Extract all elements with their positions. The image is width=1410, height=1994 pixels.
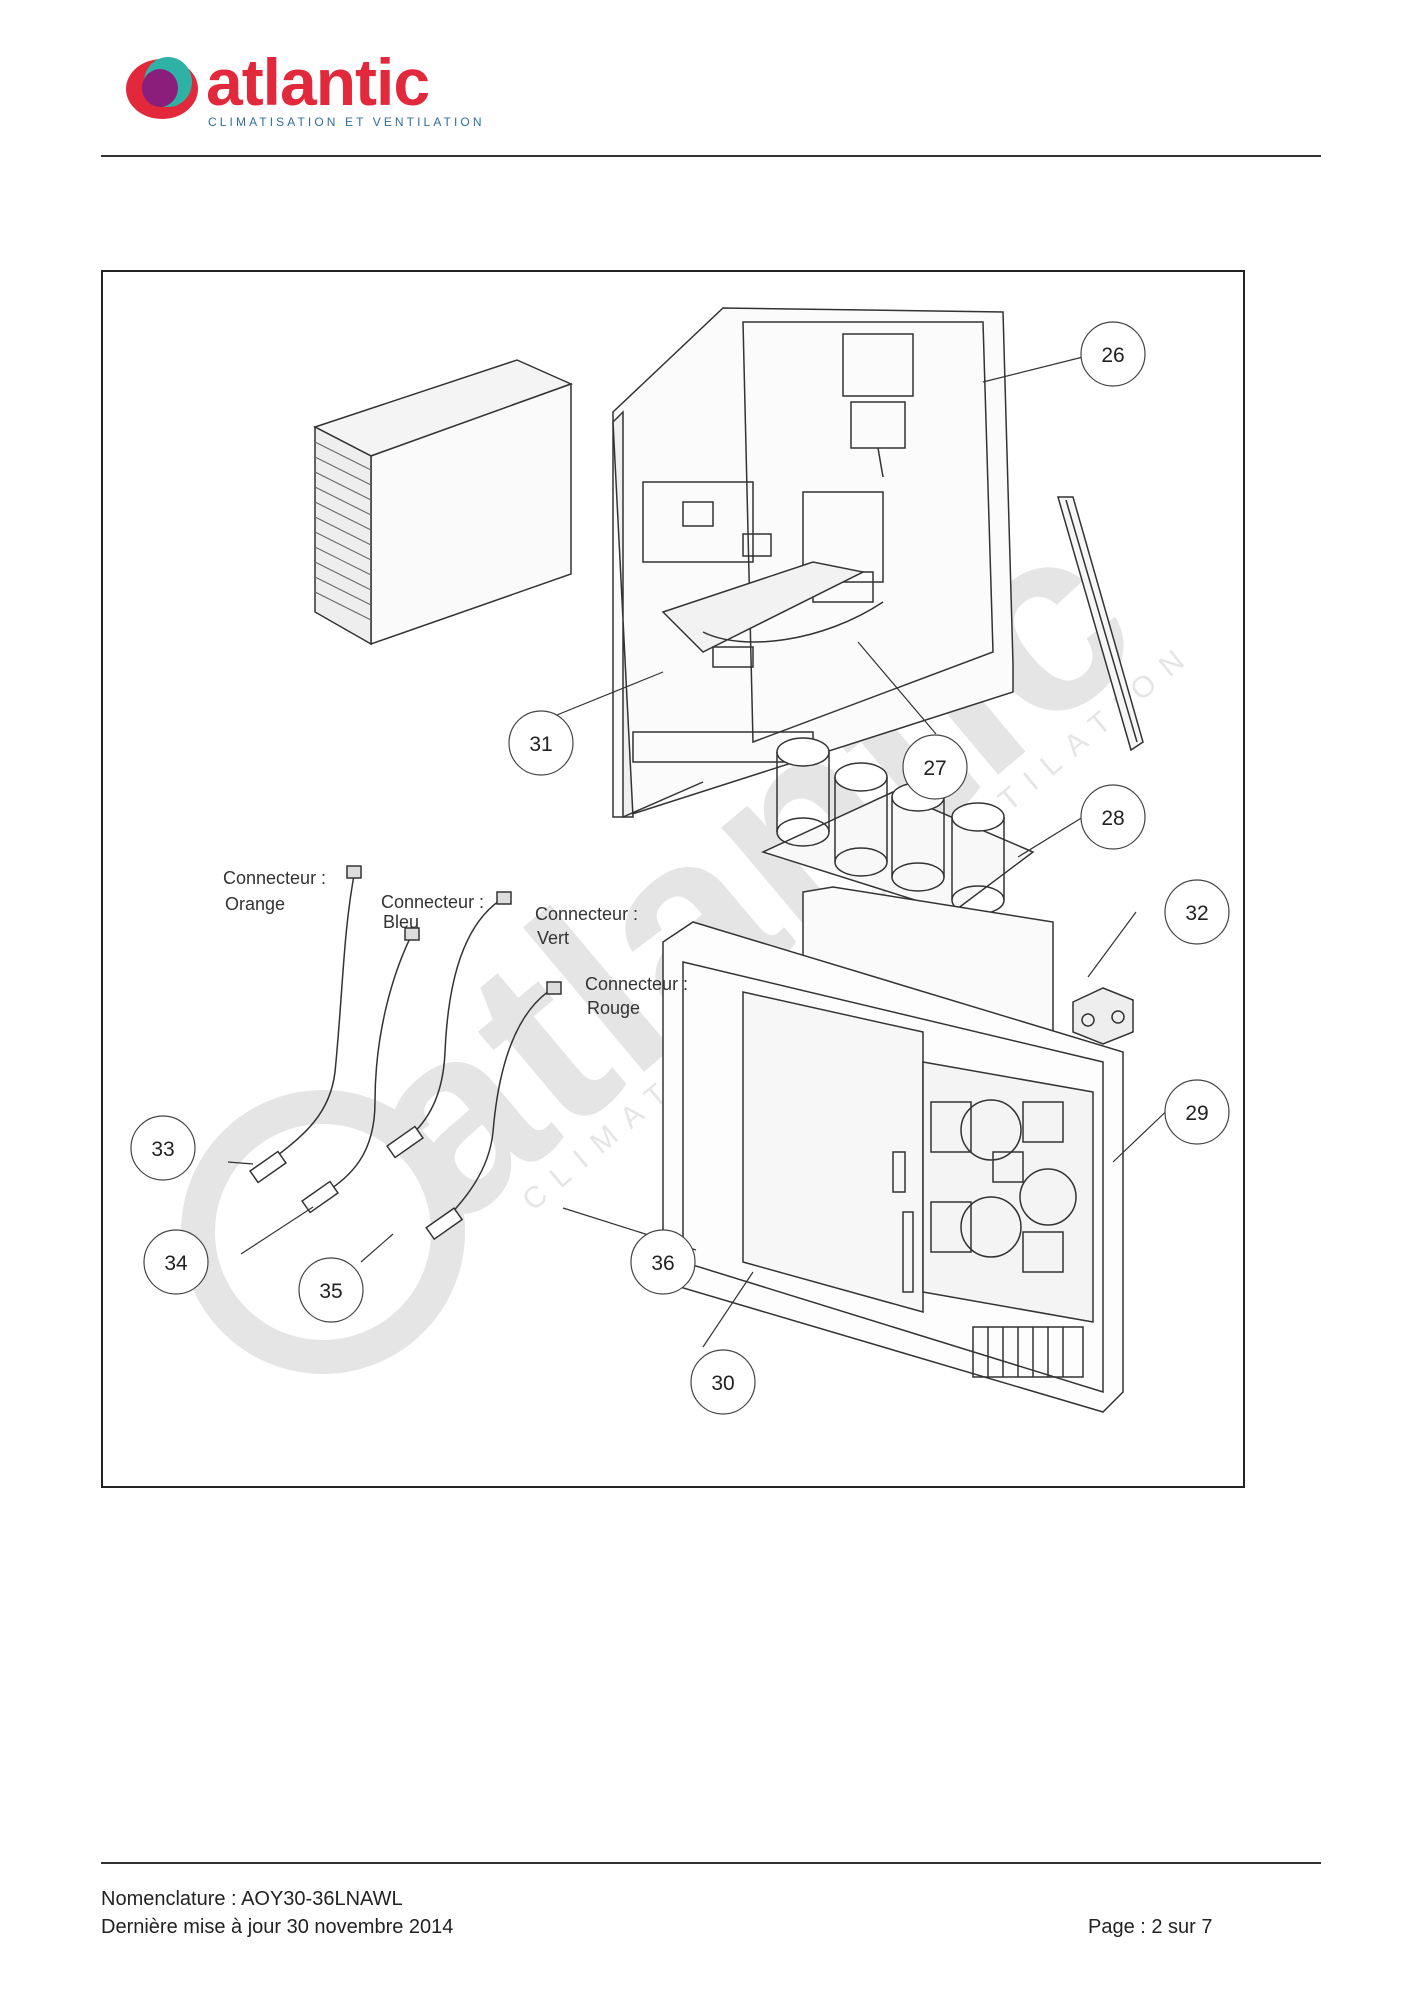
footer-divider: [101, 1862, 1321, 1864]
callout-36: 36: [630, 1229, 696, 1295]
callout-32: 32: [1164, 879, 1230, 945]
callout-28: 28: [1080, 784, 1146, 850]
small-component-part: [1072, 987, 1134, 1045]
svg-text:Connecteur :: Connecteur :: [535, 904, 638, 924]
logo-mark-icon: [126, 57, 198, 119]
footer-nomenclature: Nomenclature : AOY30-36LNAWL: [101, 1888, 403, 1910]
svg-text:29: 29: [1185, 1102, 1208, 1125]
callout-34: 34: [143, 1229, 209, 1295]
callout-35: 35: [298, 1257, 364, 1323]
svg-text:27: 27: [923, 757, 946, 780]
header-divider: [101, 155, 1321, 157]
svg-text:31: 31: [529, 733, 552, 756]
connector-label-rouge: Connecteur : Rouge: [585, 974, 688, 1018]
callout-26: 26: [1080, 321, 1146, 387]
svg-text:Connecteur :: Connecteur :: [585, 974, 688, 994]
svg-text:35: 35: [319, 1280, 342, 1303]
atlantic-logo: atlantic CLIMATISATION ET VENTILATION: [122, 45, 502, 134]
svg-text:32: 32: [1185, 902, 1208, 925]
upper-chassis-part: [612, 307, 1014, 818]
svg-text:Connecteur :: Connecteur :: [381, 892, 484, 912]
svg-text:30: 30: [711, 1372, 734, 1395]
svg-text:36: 36: [651, 1252, 674, 1275]
footer-page-number: Page : 2 sur 7: [1088, 1916, 1213, 1938]
logo-wordmark: atlantic: [206, 45, 430, 119]
svg-text:Connecteur :: Connecteur :: [223, 868, 326, 888]
callout-29: 29: [1164, 1079, 1230, 1145]
svg-text:Rouge: Rouge: [587, 998, 640, 1018]
svg-text:28: 28: [1101, 807, 1124, 830]
svg-text:Bleu: Bleu: [383, 912, 419, 932]
exploded-parts-diagram: atlantic CLIMATISATION ET VENTILATION: [101, 270, 1245, 1488]
connector-label-orange: Connecteur : Orange: [223, 868, 326, 914]
footer-last-updated: Dernière mise à jour 30 novembre 2014: [101, 1916, 454, 1938]
callout-33: 33: [130, 1115, 196, 1181]
bracket-part: [1057, 496, 1144, 752]
callout-30: 30: [690, 1349, 756, 1415]
callout-31: 31: [508, 710, 574, 776]
connector-label-bleu: Connecteur : Bleu: [381, 892, 484, 932]
heatsink-part: [313, 359, 574, 646]
svg-text:33: 33: [151, 1138, 174, 1161]
lower-panel-part: [662, 921, 1124, 1413]
svg-text:Vert: Vert: [537, 928, 569, 948]
svg-text:26: 26: [1101, 344, 1124, 367]
connector-label-vert: Connecteur : Vert: [535, 904, 638, 948]
svg-text:34: 34: [164, 1252, 188, 1275]
logo-tagline: CLIMATISATION ET VENTILATION: [208, 115, 485, 129]
svg-text:Orange: Orange: [225, 894, 285, 914]
sensor-cables: [249, 865, 562, 1241]
callout-27: 27: [902, 734, 968, 800]
parts-drawing: atlantic CLIMATISATION ET VENTILATION: [130, 307, 1230, 1415]
capacitor-board-part: [760, 737, 1035, 915]
